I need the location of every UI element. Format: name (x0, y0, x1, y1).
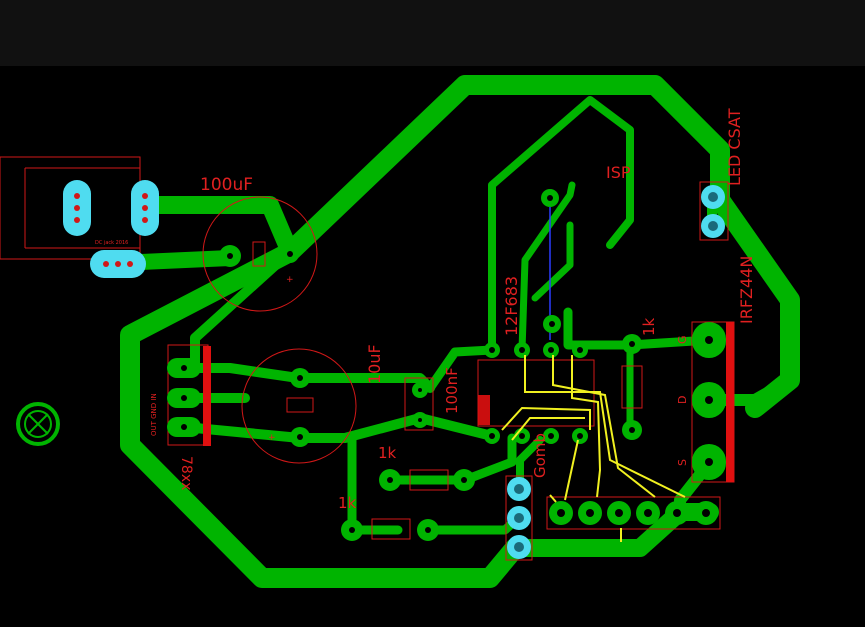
top-bar (0, 0, 865, 66)
pads (63, 180, 726, 559)
gate-trace (563, 307, 715, 350)
label-tiny-note: DC jack 2016 (95, 240, 128, 246)
label-reg-pins: OUT GND IN (150, 393, 158, 436)
ic-feed-trace (425, 345, 497, 393)
cap-100uf-symbol (252, 241, 266, 267)
led-outline (699, 181, 729, 241)
label-100nf: 100nF (443, 367, 461, 414)
label-1k-a: 1k (378, 444, 397, 462)
label-pin-g: G (676, 335, 689, 344)
ic-notch (478, 395, 490, 425)
regulator-tab (203, 346, 211, 446)
jack-trace-1 (136, 196, 299, 261)
label-ic: 12F683 (502, 276, 521, 336)
mosfet-tab (726, 322, 734, 482)
traces (110, 75, 800, 588)
label-100uf: 100uF (200, 175, 253, 195)
circle-x-icon (16, 402, 60, 446)
label-mosfet: IRFZ44N (737, 256, 756, 324)
label-pin-d: D (676, 396, 689, 404)
res-1k-b (371, 518, 411, 540)
r2-trace (385, 433, 517, 485)
res-1k-c (621, 365, 643, 409)
cap-10uf-symbol (286, 397, 314, 413)
res-1k-a (409, 469, 449, 491)
label-isp: ISP (606, 163, 631, 182)
isp-trace-2 (531, 221, 574, 302)
label-1k-b: 1k (338, 494, 357, 512)
header-outline (546, 496, 721, 530)
cap-100uf-outline (202, 196, 318, 312)
label-reg: 78xx (178, 456, 194, 490)
label-1k-c: 1k (640, 317, 658, 336)
label-10uf: 10uF (365, 344, 384, 384)
label-pin-s: S (676, 459, 689, 466)
r3-trace (423, 513, 523, 535)
silkscreen (0, 156, 735, 561)
cap-100nf-outline (404, 377, 434, 431)
cap-reg-trace (190, 247, 295, 373)
jumper-wires (501, 355, 686, 542)
ic-pin-trace (488, 96, 634, 354)
label-led-csat: LED CSAT (725, 108, 744, 186)
label-plus-1: + (286, 275, 294, 285)
cap-10uf-outline (241, 348, 357, 464)
isp-trace (518, 181, 576, 354)
label-gomb: Gomb (531, 433, 549, 478)
gomb-outline (505, 475, 533, 561)
labels: 100uF 10uF 100nF 12F683 ISP LED CSAT IRF… (95, 108, 756, 512)
label-plus-2: + (268, 433, 276, 443)
reg-out-trace (180, 413, 497, 443)
